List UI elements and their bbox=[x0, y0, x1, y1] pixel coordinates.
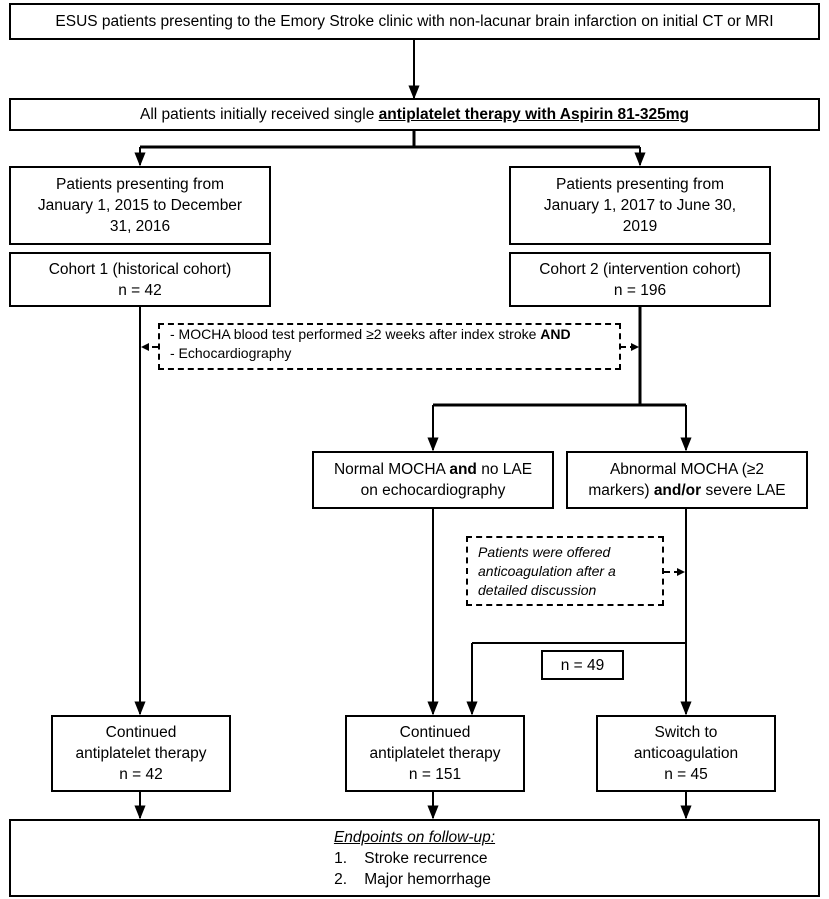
normal-mocha-box: Normal MOCHA and no LAE on echocardiogra… bbox=[312, 451, 554, 509]
left-period-line3: 31, 2016 bbox=[109, 218, 171, 235]
endpoints-box: Endpoints on follow-up: 1. Stroke recurr… bbox=[9, 819, 820, 897]
mocha-test-note: - MOCHA blood test performed ≥2 weeks af… bbox=[158, 323, 621, 370]
outcome-middle-line1: Continued bbox=[399, 724, 471, 741]
mocha-note-line1-text: - MOCHA blood test performed ≥2 weeks af… bbox=[170, 326, 541, 342]
left-period-line2: January 1, 2015 to December bbox=[37, 197, 243, 214]
mocha-note-line2: - Echocardiography bbox=[170, 345, 292, 361]
endpoints-title: Endpoints on follow-up: bbox=[333, 828, 496, 846]
mocha-note-and: AND bbox=[540, 326, 571, 342]
outcome-right-box: Switch to anticoagulation n = 45 bbox=[596, 715, 776, 792]
initial-therapy-emphasis: antiplatelet therapy with Aspirin 81-325… bbox=[378, 106, 690, 123]
abnormal-line1: Abnormal MOCHA (≥2 bbox=[609, 461, 765, 478]
endpoints-list: 1. Stroke recurrence 2. Major hemorrhage bbox=[334, 848, 491, 890]
abnormal-line2-a: markers) bbox=[588, 482, 654, 499]
normal-line2: on echocardiography bbox=[360, 482, 506, 499]
cohort2-n: n = 196 bbox=[613, 281, 667, 299]
offer-line3: detailed discussion bbox=[478, 581, 597, 598]
abnormal-mocha-box: Abnormal MOCHA (≥2 markers) and/or sever… bbox=[566, 451, 808, 509]
right-period-line1: Patients presenting from bbox=[555, 176, 724, 193]
cohort2-label: Cohort 2 (intervention cohort) bbox=[539, 260, 741, 278]
outcome-left-box: Continued antiplatelet therapy n = 42 bbox=[51, 715, 231, 792]
inclusion-box: ESUS patients presenting to the Emory St… bbox=[9, 3, 820, 40]
abnormal-line2-c: severe LAE bbox=[701, 482, 786, 499]
abnormal-line2: markers) and/or severe LAE bbox=[588, 480, 785, 501]
cohort1-label: Cohort 1 (historical cohort) bbox=[48, 260, 232, 278]
cohort1-box: Cohort 1 (historical cohort) n = 42 bbox=[9, 252, 271, 307]
endpoint-item: 1. Stroke recurrence bbox=[334, 849, 488, 867]
mocha-note-line1: - MOCHA blood test performed ≥2 weeks af… bbox=[170, 325, 571, 344]
offer-line2: anticoagulation after a bbox=[478, 562, 616, 579]
outcome-left-line2: antiplatelet therapy bbox=[75, 745, 207, 762]
right-period-line3: 2019 bbox=[622, 218, 658, 235]
left-period-box: Patients presenting from January 1, 2015… bbox=[9, 166, 271, 245]
initial-therapy-box: All patients initially received single a… bbox=[9, 98, 820, 131]
right-period-line2: January 1, 2017 to June 30, bbox=[543, 197, 737, 214]
outcome-left-line1: Continued bbox=[105, 724, 177, 741]
cohort1-n: n = 42 bbox=[118, 281, 162, 299]
n49-box: n = 49 bbox=[541, 650, 624, 680]
outcome-middle-line2: antiplatelet therapy bbox=[369, 745, 501, 762]
normal-line1-c: no LAE bbox=[476, 461, 533, 478]
right-period-box: Patients presenting from January 1, 2017… bbox=[509, 166, 771, 245]
offer-line1: Patients were offered bbox=[478, 543, 611, 560]
outcome-right-line1: Switch to bbox=[654, 724, 718, 741]
left-period-line1: Patients presenting from bbox=[55, 176, 224, 193]
normal-line1-a: Normal MOCHA bbox=[333, 461, 450, 478]
normal-and: and bbox=[449, 461, 477, 478]
initial-therapy-text: All patients initially received single a… bbox=[140, 104, 689, 125]
normal-line1: Normal MOCHA and no LAE bbox=[334, 459, 532, 480]
inclusion-text: ESUS patients presenting to the Emory St… bbox=[55, 13, 774, 30]
outcome-right-n: n = 45 bbox=[664, 766, 708, 783]
outcome-right-line2: anticoagulation bbox=[633, 745, 739, 762]
initial-therapy-prefix: All patients initially received single bbox=[139, 106, 379, 123]
abnormal-andor: and/or bbox=[653, 482, 702, 499]
endpoint-item: 2. Major hemorrhage bbox=[334, 870, 491, 888]
n49-label: n = 49 bbox=[560, 656, 605, 674]
cohort2-box: Cohort 2 (intervention cohort) n = 196 bbox=[509, 252, 771, 307]
outcome-middle-box: Continued antiplatelet therapy n = 151 bbox=[345, 715, 525, 792]
outcome-middle-n: n = 151 bbox=[408, 766, 462, 783]
outcome-left-n: n = 42 bbox=[119, 766, 163, 783]
anticoagulation-offer-note: Patients were offered anticoagulation af… bbox=[466, 536, 664, 606]
